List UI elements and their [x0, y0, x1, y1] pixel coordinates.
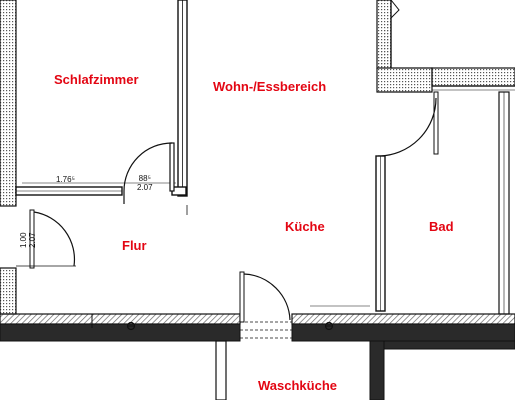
room-label-schlafzimmer: Schlafzimmer	[54, 72, 139, 87]
left-wall-upper	[0, 0, 17, 207]
dim-hall-door-height: 2.07	[28, 232, 37, 248]
room-label-bad: Bad	[429, 219, 454, 234]
hall-door	[16, 209, 76, 269]
laundry-walls	[215, 340, 515, 400]
bottom-wall-right	[291, 305, 515, 342]
dim-bedroom-width: 1.76⁵	[56, 175, 75, 184]
room-label-flur: Flur	[122, 238, 147, 253]
bottom-wall-left	[0, 313, 241, 342]
dim-hall-door: 1.00 2.07	[19, 232, 37, 248]
bathroom-door	[377, 91, 439, 157]
bedroom-right-wall	[177, 0, 188, 197]
dim-bedroom-door-width: 88⁵	[138, 174, 151, 183]
bedroom-door	[123, 142, 175, 204]
top-right-wall	[376, 0, 515, 93]
dim-bedroom-door-height: 2.07	[137, 183, 153, 192]
dim-bedroom-door: 88⁵ 2.07	[137, 174, 153, 192]
bedroom-bottom-wall	[15, 182, 187, 196]
room-label-waschkueche: Waschküche	[258, 378, 337, 393]
room-label-wohn-essbereich: Wohn-/Essbereich	[213, 79, 327, 94]
room-label-kueche: Küche	[285, 219, 325, 234]
bathroom-right-wall	[498, 91, 510, 315]
bathroom-left-wall	[375, 155, 386, 312]
laundry-door	[239, 271, 292, 339]
left-wall-lower	[0, 267, 17, 315]
dim-hall-door-width: 1.00	[19, 232, 28, 248]
